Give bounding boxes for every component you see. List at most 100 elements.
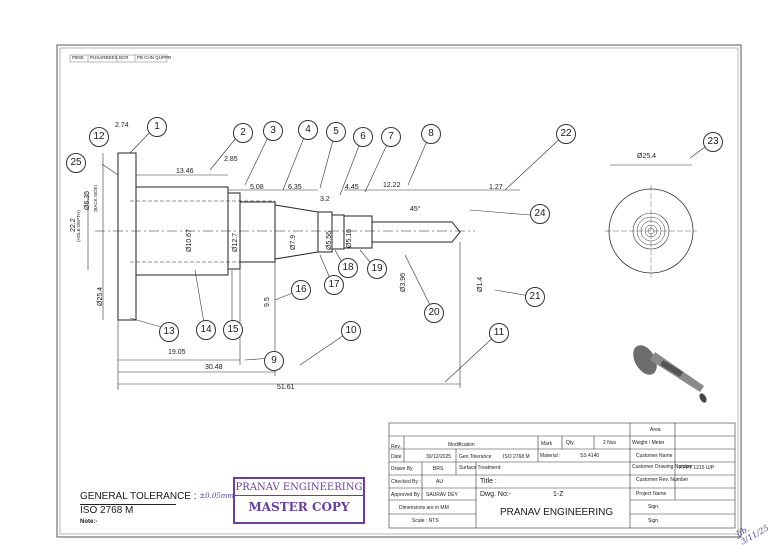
tb-mark-label: Mark — [541, 441, 553, 447]
tb-title-label: Title : — [480, 478, 497, 485]
dim-dia-3-96: Ø3.96 — [400, 272, 407, 292]
tb-approved-label: Approved By : — [391, 492, 423, 498]
dim-1-27: 1.27 — [489, 184, 503, 191]
dim-dia-10-67: Ø10.67 — [186, 229, 193, 252]
dim-19-05: 19.05 — [168, 349, 186, 356]
callout-bubble-5: 5 — [326, 122, 346, 142]
dim-dia-6-35: Ø6.35 — [84, 190, 91, 210]
header-box-2: PUSARBEES — [90, 55, 118, 60]
title-block-grid — [388, 422, 736, 529]
tb-checked-value: AU — [436, 479, 443, 485]
callout-bubble-19: 19 — [367, 259, 387, 279]
callout-bubble-25: 25 — [66, 153, 86, 173]
callout-bubble-2: 2 — [233, 123, 253, 143]
tb-dwg-label: Dwg. No:- — [480, 491, 512, 498]
callout-bubble-12: 12 — [89, 127, 109, 147]
tb-drawn-label: Drawn By — [391, 466, 413, 472]
callout-bubble-18: 18 — [338, 258, 358, 278]
tb-qty-label: Qty. — [566, 440, 575, 446]
dim-2-85: 2.85 — [224, 156, 238, 163]
tb-date-label: Date — [391, 454, 402, 460]
master-copy-stamp: PRANAV ENGINEERING MASTER COPY — [233, 477, 365, 524]
callout-bubble-15: 15 — [223, 320, 243, 340]
tb-dwg-value: 1-Z — [553, 491, 564, 498]
callout-bubble-4: 4 — [298, 120, 318, 140]
tb-checked-label: Checked By : — [391, 479, 421, 485]
callout-bubble-23: 23 — [703, 132, 723, 152]
tb-area-label: Area — [650, 427, 661, 433]
callout-bubble-21: 21 — [525, 287, 545, 307]
callout-bubble-9: 9 — [264, 351, 284, 371]
tb-weight-label: Weight / Meter — [632, 440, 665, 446]
tb-surface-label: Surface Treatment: — [459, 465, 502, 471]
note-back-side: (BACK SIDE) — [93, 184, 98, 212]
dim-dia-5-56: Ø5.56 — [326, 230, 333, 250]
callout-bubble-7: 7 — [381, 127, 401, 147]
stamp-master-copy: MASTER COPY — [248, 500, 350, 514]
callout-bubble-3: 3 — [263, 121, 283, 141]
callout-bubble-8: 8 — [421, 124, 441, 144]
dim-13-46: 13.46 — [176, 168, 194, 175]
tb-dims-mm: Dimensions are in MM — [399, 505, 449, 511]
callout-bubble-20: 20 — [424, 303, 444, 323]
callout-bubble-22: 22 — [556, 124, 576, 144]
dim-6-35: 6.35 — [288, 184, 302, 191]
tb-gen-tol-value: ISO 2768 M — [503, 454, 530, 460]
dim-2-74: 2.74 — [115, 122, 129, 129]
dim-dia-1-4: Ø1.4 — [477, 276, 484, 292]
tb-drawn-value: BRS — [433, 466, 444, 472]
callout-bubble-6: 6 — [353, 127, 373, 147]
tb-cust-drawing-value: PPPT 1215 U/P — [679, 465, 715, 471]
dim-12-22: 12.22 — [383, 182, 401, 189]
header-box-3: BCR — [119, 55, 129, 60]
tb-sign-2: Sign. — [648, 518, 660, 524]
shaft-part-drawing — [95, 152, 475, 321]
header-box-4: PB CHN QUPPR — [137, 55, 172, 60]
dim-4-45: 4.45 — [345, 184, 359, 191]
tb-rev-label: Rev. — [391, 444, 401, 450]
tb-material-value: SS 4140 — [580, 453, 600, 459]
callout-bubble-16: 16 — [291, 280, 311, 300]
dim-51-61: 51.61 — [277, 384, 295, 391]
callout-bubble-11: 11 — [489, 323, 509, 343]
tb-sign-1: Sign. — [648, 504, 660, 510]
note-label: Note:- — [80, 519, 98, 525]
callout-bubble-13: 13 — [159, 322, 179, 342]
stamp-company: PRANAV ENGINEERING — [235, 482, 363, 496]
callout-bubble-24: 24 — [530, 204, 550, 224]
tb-project-name: Project Name — [636, 491, 667, 497]
dim-dia-7-9: Ø7.9 — [290, 234, 297, 250]
header-box-1: PBSE — [72, 55, 85, 60]
note-hole-depth: (HOLE DEPTH) — [76, 210, 81, 242]
dim-dia-12-7: Ø12.7 — [232, 232, 239, 252]
tb-cust-drawing-label: Customer Drawing Number — [632, 464, 693, 470]
tb-qty-value: 2 Nos — [603, 440, 617, 446]
dim-dia-25-4-left: Ø25.4 — [97, 286, 104, 306]
dim-5-08: 5.08 — [250, 184, 264, 191]
callout-bubble-14: 14 — [196, 320, 216, 340]
end-view — [605, 164, 697, 277]
callout-bubble-17: 17 — [324, 275, 344, 295]
tb-approved-value: SAURAV DEY — [426, 492, 458, 498]
dim-3-2: 3.2 — [320, 196, 330, 203]
tb-scale: Scale : NTS — [412, 518, 439, 524]
general-tolerance-label: GENERAL TOLERANCE : — [80, 491, 197, 502]
tb-material-label: Material : — [540, 453, 561, 459]
general-tolerance-handwritten: ±0.05mm — [199, 492, 235, 500]
callout-bubble-10: 10 — [341, 321, 361, 341]
tb-company-name: PRANAV ENGINEERING — [500, 507, 614, 518]
tb-date-value: 30/12/2025 — [426, 454, 452, 460]
tb-cust-rev: Customer Rev. Number — [636, 477, 689, 483]
iso-standard: ISO 2768 M — [80, 504, 176, 516]
dim-9-5: 9.5 — [264, 297, 271, 307]
callout-bubble-1: 1 — [147, 117, 167, 137]
tb-modification-label: Modification — [448, 442, 475, 448]
tb-customer-name: Customer Name — [636, 453, 673, 459]
dim-dia-5-16: Ø5.16 — [346, 228, 353, 248]
tb-gen-tol-label: Gen.Tolerance — [459, 454, 492, 460]
dim-end-view-dia-25-4: Ø25.4 — [637, 153, 657, 160]
general-tolerance-note: GENERAL TOLERANCE : ±0.05mm ISO 2768 M N… — [80, 491, 234, 525]
part-3d-render — [633, 345, 707, 403]
dim-chamfer-45: 45° — [410, 206, 421, 213]
